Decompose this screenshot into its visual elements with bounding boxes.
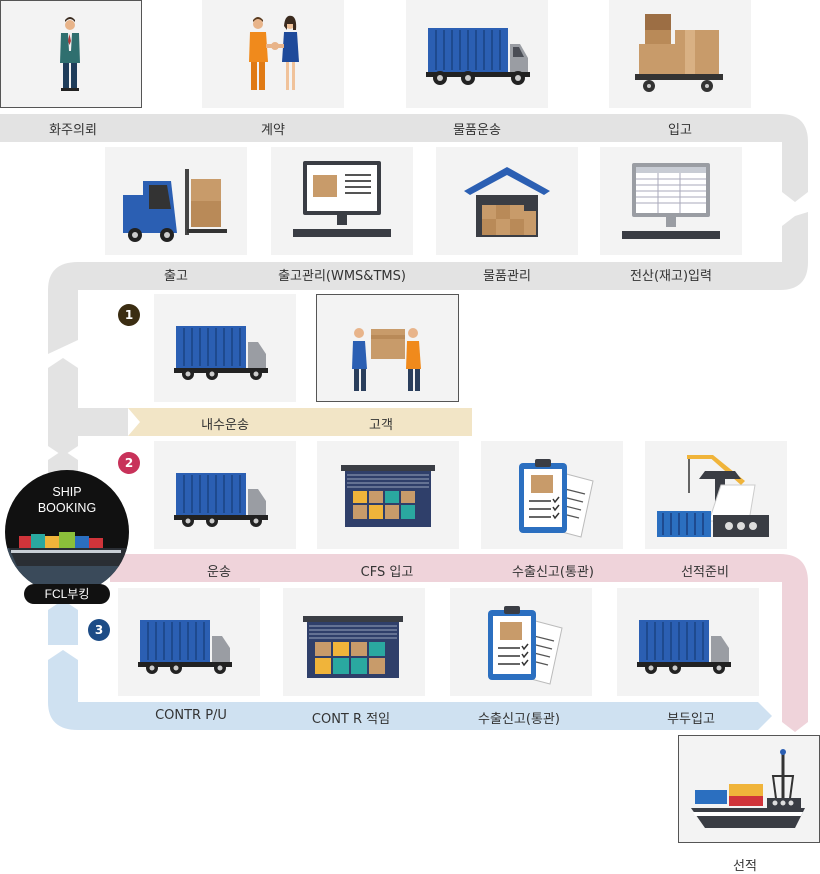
section3-band xyxy=(48,650,772,730)
warehouse-shelves-icon xyxy=(303,616,403,678)
step-contract-label: 계약 xyxy=(261,123,285,138)
domestic-transport-tile xyxy=(154,294,296,402)
container-ship-photo-icon xyxy=(5,532,129,594)
step-container-loading-label: CONT R 적임 xyxy=(311,712,391,727)
step-wms-tms-label: 출고관리(WMS&TMS) xyxy=(278,269,406,284)
step-transport-label: 운송 xyxy=(207,565,231,580)
export-declaration-tile-2 xyxy=(450,588,592,696)
step-shipping-out-label: 출고 xyxy=(164,269,188,284)
ship-booking-circle: SHIP BOOKING xyxy=(5,470,129,594)
step-domestic-transport-label: 내수운송 xyxy=(201,418,249,433)
step-cargo-transport-label: 물품운송 xyxy=(453,123,501,138)
shipment-prep-tile xyxy=(645,441,787,549)
step-system-input-label: 전산(재고)입력 xyxy=(630,269,712,284)
shipper-request-tile xyxy=(0,0,142,108)
step-export-declaration-label-1: 수출신고(통관) xyxy=(512,565,594,580)
clipboard-checklist-icon xyxy=(488,606,563,685)
section1-number: 1 xyxy=(118,304,140,326)
fcl-booking-badge: FCL부킹 xyxy=(24,584,110,604)
handshake-icon xyxy=(249,15,299,90)
transport-tile xyxy=(154,441,296,549)
step-warehousing-label: 입고 xyxy=(668,123,692,138)
step-export-declaration-label-2: 수출신고(통관) xyxy=(478,712,560,727)
container-truck-icon xyxy=(174,326,268,380)
warehouse-shelves-icon xyxy=(341,465,435,527)
row2-band xyxy=(78,212,808,290)
cargo-transport-tile xyxy=(406,0,548,108)
ship-booking-title: SHIP BOOKING xyxy=(5,484,129,516)
boxes-on-cart-icon xyxy=(635,14,723,92)
container-pickup-tile xyxy=(118,588,260,696)
section1-band xyxy=(128,408,472,436)
step-customer-label: 고객 xyxy=(369,418,393,433)
warehouse-building-icon xyxy=(464,167,550,237)
forklift-icon xyxy=(123,169,227,242)
left-down-band xyxy=(48,262,78,354)
container-truck-icon xyxy=(174,473,268,527)
section2-arrow xyxy=(782,712,808,732)
port-crane-icon xyxy=(657,455,769,537)
left-chevron-1 xyxy=(48,358,78,400)
section2-band xyxy=(110,554,808,712)
step-cfs-entry-label: CFS 입고 xyxy=(360,565,414,580)
computer-spreadsheet-icon xyxy=(622,163,720,239)
left-chevron-3 xyxy=(48,600,78,645)
cfs-entry-tile xyxy=(317,441,459,549)
container-truck-icon xyxy=(426,28,530,85)
section3-number: 3 xyxy=(88,619,110,641)
contract-tile xyxy=(202,0,344,108)
warehousing-tile xyxy=(609,0,751,108)
shipping-out-tile xyxy=(105,147,247,255)
ship-booking-title-line1: SHIP xyxy=(52,485,82,499)
cargo-ship-icon xyxy=(691,749,805,828)
row1-arrow xyxy=(782,176,808,202)
container-truck-icon xyxy=(637,620,731,674)
customer-tile xyxy=(316,294,459,402)
system-input-tile xyxy=(600,147,742,255)
clipboard-checklist-icon xyxy=(519,459,594,538)
inventory-management-tile xyxy=(436,147,578,255)
container-truck-icon xyxy=(138,620,232,674)
vessel-loading-tile xyxy=(678,735,820,843)
step-shipper-request-label: 화주의뢰 xyxy=(49,123,97,138)
step-shipment-prep-label: 선적준비 xyxy=(681,565,729,580)
box-delivery-icon xyxy=(352,328,421,391)
step-inventory-management-label: 물품관리 xyxy=(483,269,531,284)
step-container-pickup-label: CONTR P/U xyxy=(155,708,227,723)
wms-tms-tile xyxy=(271,147,413,255)
export-declaration-tile-1 xyxy=(481,441,623,549)
section1-return-band xyxy=(48,400,128,456)
container-loading-tile xyxy=(283,588,425,696)
ship-booking-title-line2: BOOKING xyxy=(37,501,97,515)
step-vessel-loading-label: 선적 xyxy=(733,859,757,874)
computer-monitor-icon xyxy=(293,161,391,237)
port-entry-tile xyxy=(617,588,759,696)
step-port-entry-label: 부두입고 xyxy=(667,712,715,727)
businessman-icon xyxy=(60,17,80,91)
row1-band xyxy=(0,114,808,176)
section2-number: 2 xyxy=(118,452,140,474)
left-chevron-2 xyxy=(48,450,78,475)
